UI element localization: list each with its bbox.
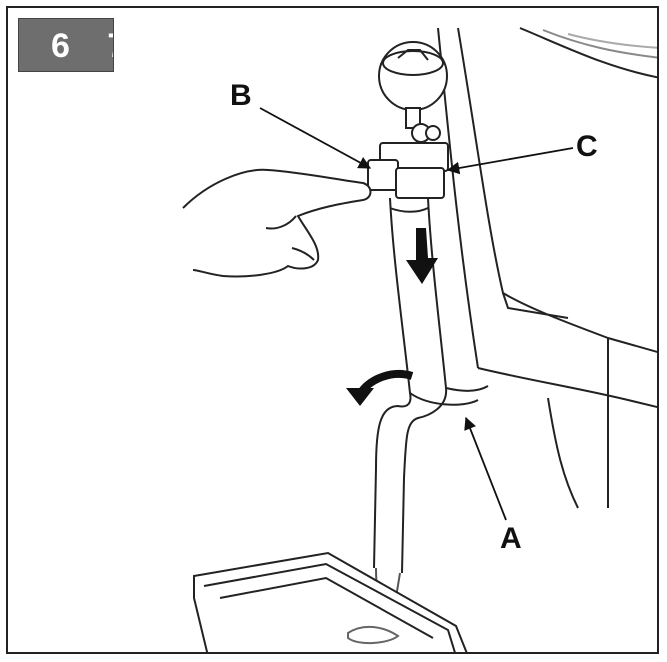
curved-rotate-arrow-icon bbox=[346, 370, 414, 406]
callout-c-label: C bbox=[576, 130, 598, 163]
filler-cap-icon bbox=[378, 41, 448, 129]
down-arrow-icon bbox=[406, 228, 438, 284]
valve-clamp-icon bbox=[367, 123, 449, 199]
machine-body bbox=[437, 27, 657, 509]
callout-a-label: A bbox=[500, 522, 522, 555]
leader-lines bbox=[259, 107, 574, 521]
drain-illustration: B C A bbox=[182, 27, 657, 652]
step-number-badge: 6 7 bbox=[18, 18, 114, 72]
callout-b-label: B bbox=[230, 79, 252, 112]
drip-tray-icon bbox=[193, 551, 468, 652]
hand-pointing-icon bbox=[182, 168, 372, 278]
diagram-frame: B C A 6 7 bbox=[6, 6, 659, 654]
